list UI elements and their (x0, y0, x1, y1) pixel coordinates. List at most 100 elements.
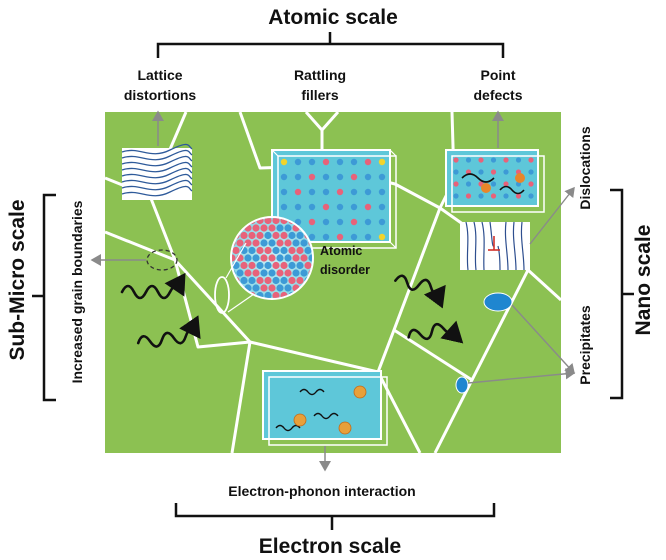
atom (322, 218, 330, 226)
atom (260, 254, 268, 262)
atom (284, 284, 292, 292)
left-header: Sub-Micro scale (6, 199, 29, 360)
atom (503, 169, 509, 175)
atom (364, 158, 372, 166)
atom (364, 218, 372, 226)
atom (478, 157, 484, 163)
atom (276, 269, 284, 277)
atom (296, 231, 304, 240)
atom (528, 181, 534, 187)
atom (284, 254, 292, 262)
atom (288, 261, 296, 270)
atom (276, 254, 284, 262)
atom (308, 254, 312, 262)
atom (288, 276, 296, 285)
atom (284, 239, 292, 247)
atom (378, 218, 386, 226)
atom (244, 269, 252, 277)
atom (336, 173, 344, 181)
atom (364, 188, 372, 196)
atom (272, 276, 280, 285)
atom (280, 158, 288, 166)
atom (364, 233, 372, 241)
atom (528, 169, 534, 175)
atom (308, 203, 316, 211)
atom (272, 291, 280, 298)
atom (503, 193, 509, 199)
atom (490, 181, 497, 187)
bottom-brace (174, 503, 496, 530)
right-brace (610, 188, 634, 400)
left-brace (32, 193, 56, 402)
atom (350, 158, 358, 166)
rattling-fillers-label-2: fillers (301, 87, 339, 103)
atom (336, 158, 344, 166)
triple-junction-marker (146, 249, 178, 271)
atom (252, 284, 260, 292)
atom (308, 173, 316, 181)
atom (300, 269, 308, 277)
atom (322, 158, 330, 166)
atom (304, 246, 312, 255)
atom (280, 203, 288, 211)
atom (292, 254, 300, 262)
atom (268, 269, 276, 277)
atom (503, 157, 509, 163)
atom (378, 203, 386, 211)
atom (350, 188, 358, 196)
atom (272, 261, 280, 270)
atom (490, 193, 497, 199)
dislocations-label: Dislocations (577, 126, 593, 209)
atom (465, 193, 472, 199)
electron-phonon-box (262, 370, 388, 446)
atom (294, 173, 302, 181)
atom (478, 169, 484, 175)
atom (248, 231, 256, 240)
atom (280, 246, 288, 255)
atomic-disorder-disc (230, 216, 314, 300)
atom (276, 239, 284, 247)
atom (288, 246, 296, 255)
atom (248, 276, 256, 285)
atom (272, 231, 280, 240)
atomic-disorder-label-1: Atomic (320, 244, 362, 258)
precipitate-small (455, 376, 469, 394)
atom (240, 231, 248, 240)
atom (264, 261, 272, 270)
atom (350, 203, 358, 211)
atom (364, 203, 372, 211)
atom (378, 188, 386, 196)
atom (232, 254, 236, 262)
atom (252, 224, 260, 232)
atom (256, 276, 264, 285)
boundary-region-ellipse (214, 276, 230, 314)
atom (322, 233, 330, 241)
atom (515, 193, 522, 199)
atom (264, 276, 272, 285)
atom (294, 203, 302, 211)
atom (350, 173, 358, 181)
atom (453, 157, 459, 163)
lattice-distortions-label-2: distortions (124, 87, 197, 103)
dislocation-patch (460, 221, 530, 271)
atom (240, 261, 248, 270)
atom (264, 231, 272, 240)
atom (252, 254, 260, 262)
atom (268, 254, 276, 262)
atom (308, 233, 316, 241)
atom (322, 188, 330, 196)
lattice-distortions-label-1: Lattice (137, 67, 182, 83)
atom (260, 224, 268, 232)
atom (280, 173, 288, 181)
atom (268, 224, 276, 232)
point-defects-label-2: defects (473, 87, 522, 103)
atom (240, 276, 248, 285)
atom (280, 276, 288, 285)
atom (294, 158, 302, 166)
atom (336, 188, 344, 196)
atom (528, 193, 534, 199)
atom (288, 231, 296, 240)
top-brace (156, 32, 505, 58)
atom (276, 284, 284, 292)
atom (232, 246, 240, 255)
